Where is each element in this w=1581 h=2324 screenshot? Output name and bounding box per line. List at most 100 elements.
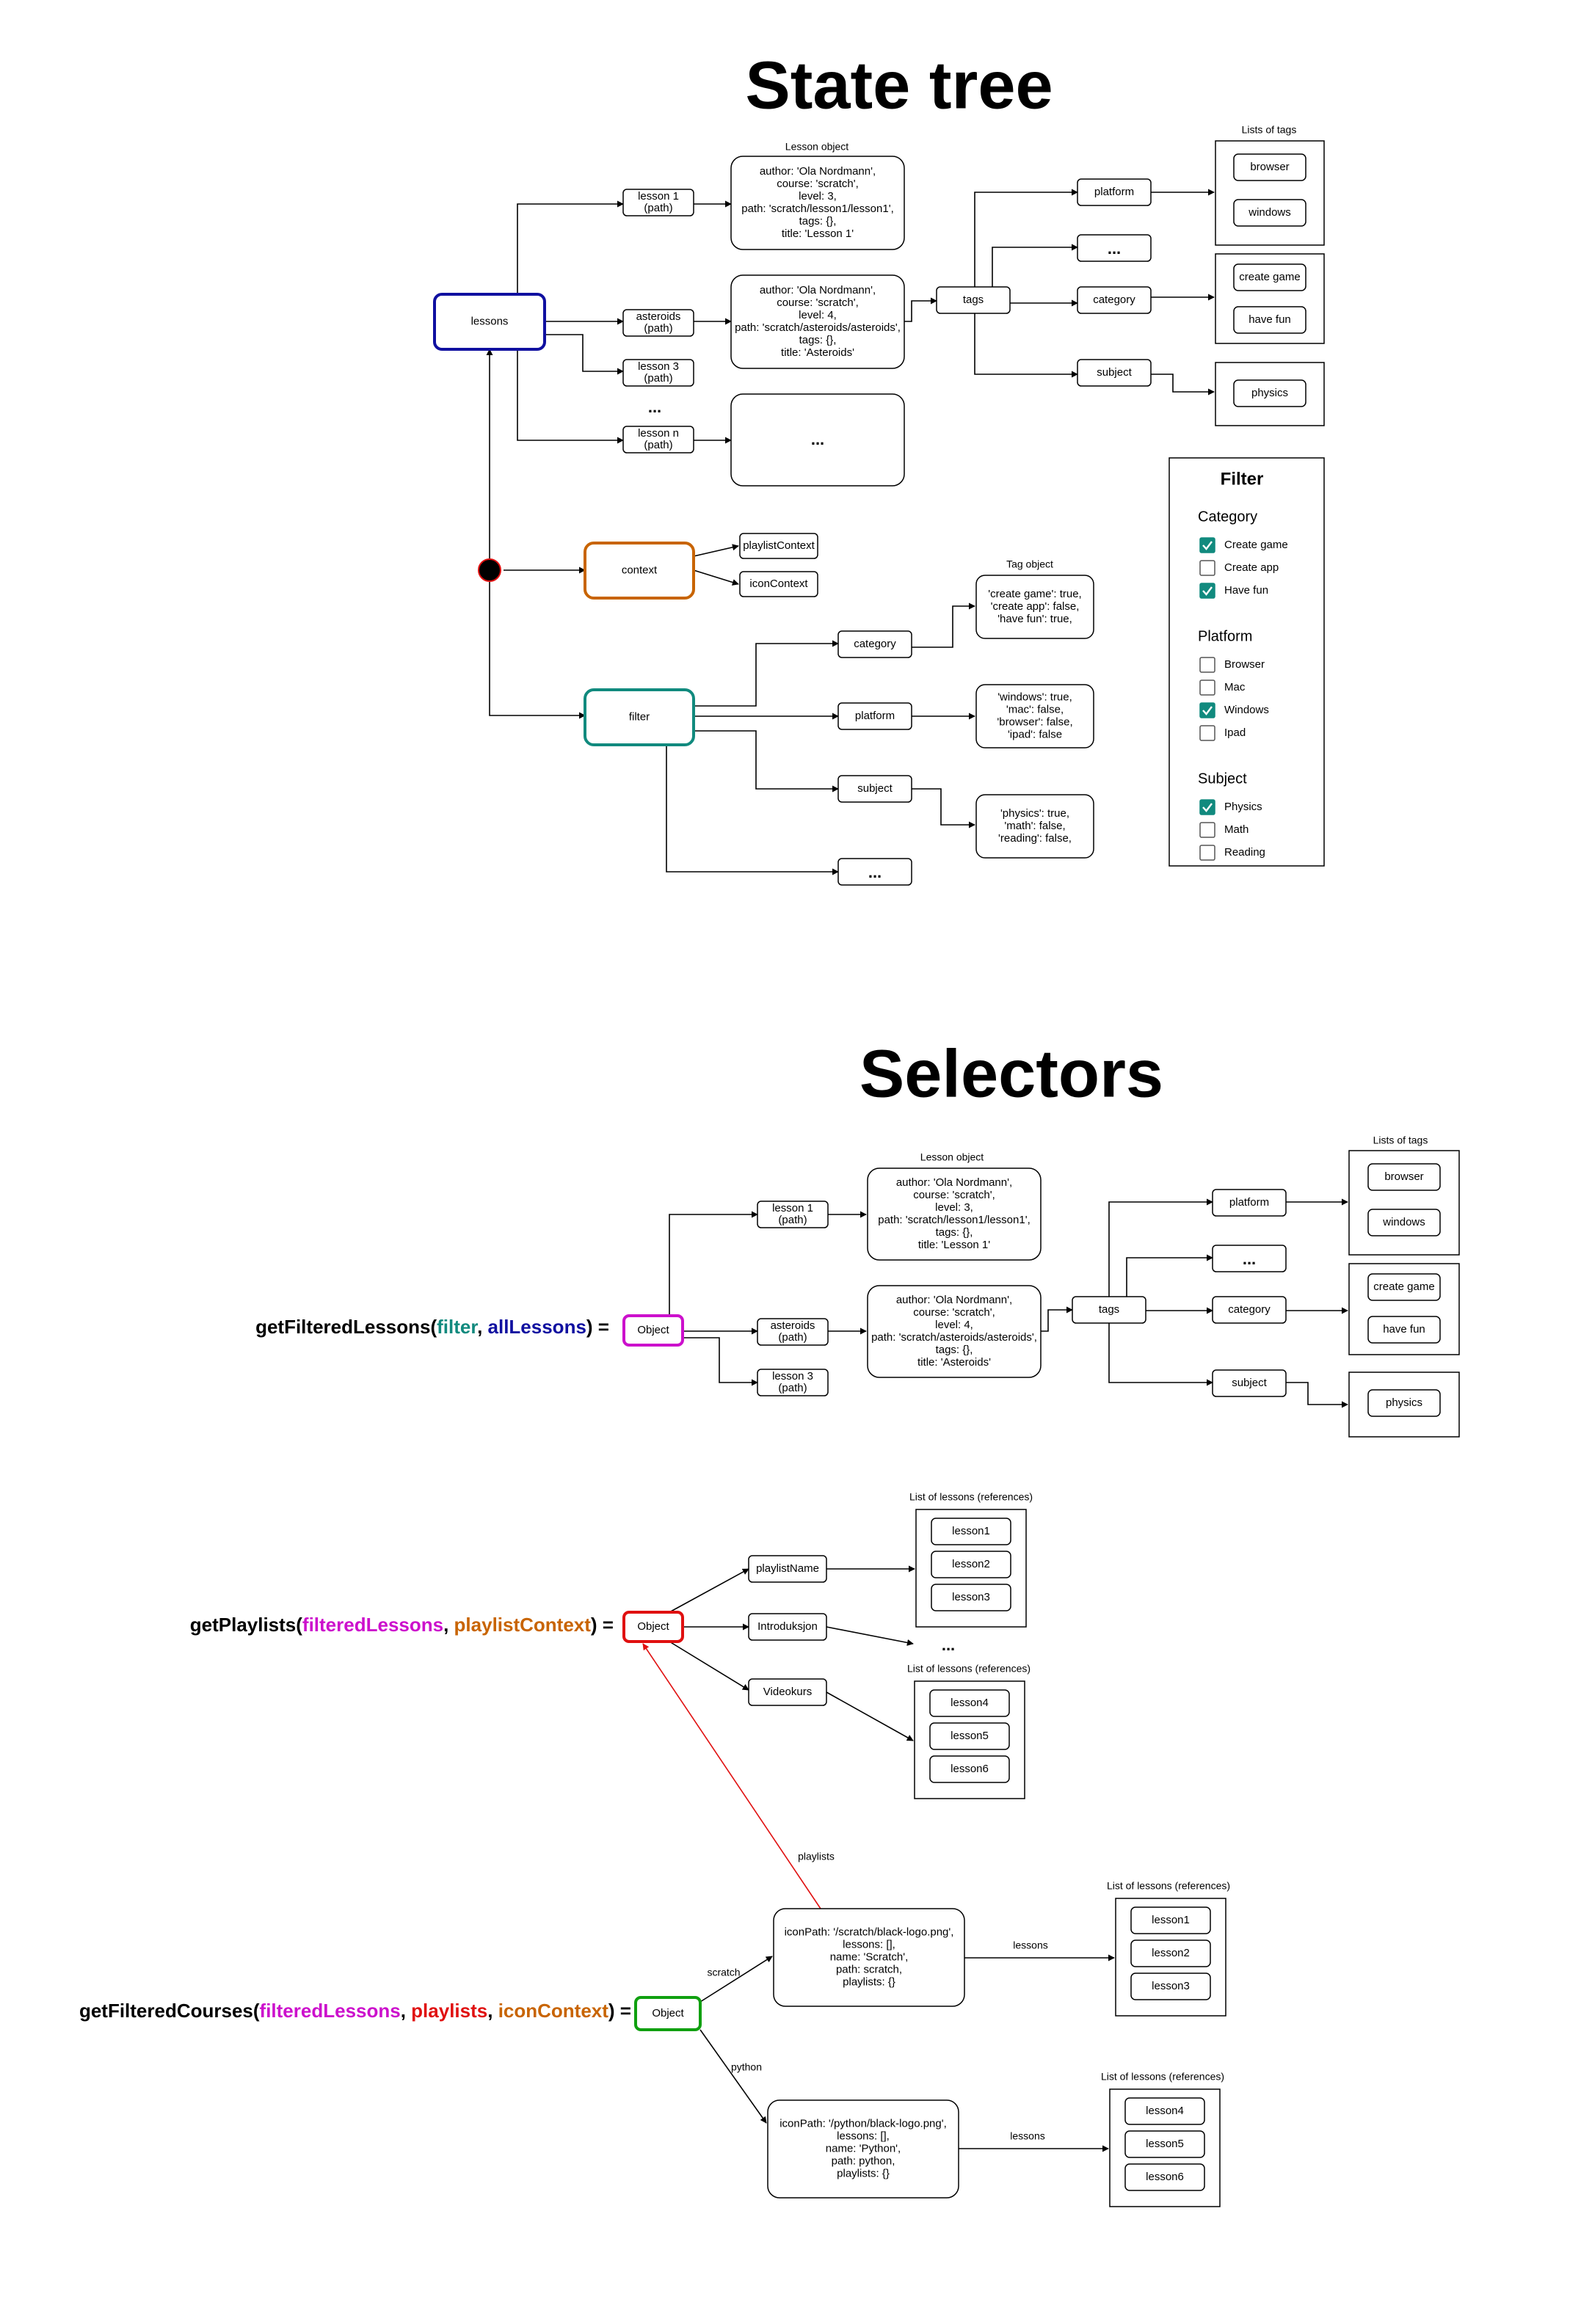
videokurs-to-list: [826, 1691, 914, 1741]
context-to-playlist: [693, 544, 739, 557]
lesson1-object-text-line: path: 'scratch/lesson1/lesson1',: [741, 203, 894, 215]
filter-checkbox[interactable]: [1199, 560, 1215, 576]
python-lessons-edge-label: lessons: [1010, 2130, 1044, 2142]
filter-to-category: [694, 640, 839, 707]
playlist-name-node: [748, 1555, 827, 1583]
filter-category-to-object: [912, 602, 975, 648]
get-filtered-lessons-fn: getFilteredLessons(filter, allLessons) =: [255, 1316, 609, 1338]
platform-tag-object: [975, 684, 1094, 748]
asteroids-object-text-line: path: 'scratch/asteroids/asteroids',: [735, 321, 901, 334]
filter-node: [584, 688, 695, 746]
get-playlists-fn-part: ) =: [591, 1614, 614, 1636]
get-filtered-courses-fn-part: ) =: [608, 2000, 631, 2022]
get-filtered-courses-fn-part: iconContext: [498, 2000, 609, 2022]
filter-group-heading: Category: [1198, 509, 1257, 525]
get-playlists-fn-part: getPlaylists(: [190, 1614, 303, 1636]
category-list-item: [1233, 263, 1306, 291]
platform-tag-object-text-line: 'mac': false,: [1006, 703, 1064, 715]
filter-checkbox[interactable]: [1199, 725, 1215, 741]
asteroids-object-text-line: title: 'Asteroids': [781, 346, 854, 359]
platform-tag-object-text-line: 'windows': true,: [997, 691, 1072, 703]
root-node-icon: [478, 558, 501, 582]
filter-option-label: Browser: [1224, 658, 1265, 671]
sel-lesson1-object-text-line: tags: {},: [936, 1226, 973, 1239]
sel-lesson1-object-text-line: level: 3,: [935, 1201, 973, 1214]
course-lessons-2-item-label: lesson5: [1146, 2138, 1184, 2150]
tags-to-ellipsis: [992, 244, 1078, 287]
sel-asteroids-node-text-line: (path): [778, 1331, 807, 1344]
category-node-label: category: [1093, 294, 1135, 306]
page-title-state-tree: State tree: [745, 48, 1053, 123]
sel-lesson1-object-text-line: title: 'Lesson 1': [918, 1239, 990, 1251]
playlists-edge-label: playlists: [798, 1851, 835, 1862]
check-icon: [1202, 586, 1213, 596]
tags-to-platform: [974, 189, 1078, 287]
playlist-lessons-2-item-label: lesson6: [951, 1763, 989, 1775]
tags-ellipsis-text: ...: [1108, 239, 1121, 258]
lesson1-object-text-line: course: 'scratch',: [777, 178, 859, 190]
filter-checkbox[interactable]: [1199, 799, 1215, 815]
sel-subject-node-label: subject: [1232, 1377, 1267, 1389]
list-of-lessons-label-3: List of lessons (references): [1107, 1880, 1230, 1892]
scratch-course-object-text-line: name: 'Scratch',: [830, 1950, 909, 1963]
lesson1-object-text-line: title: 'Lesson 1': [782, 227, 854, 240]
playlist-lessons-2-item: [929, 1755, 1010, 1783]
python-edge-label: python: [731, 2061, 762, 2073]
context-node: [584, 542, 695, 600]
lessons-node-label: lessons: [471, 315, 509, 327]
sel-lesson1-node-text-line: lesson 1: [772, 1202, 813, 1214]
sel-asteroids-node: [757, 1318, 829, 1346]
filter-panel-title: Filter: [1221, 469, 1264, 489]
course-lessons-1-item-label: lesson1: [1152, 1914, 1190, 1926]
sel-category-node: [1212, 1296, 1287, 1324]
get-filtered-lessons-fn-part: getFilteredLessons(: [255, 1316, 437, 1338]
sel-lesson1-object-text-line: course: 'scratch',: [913, 1189, 995, 1201]
sel-tags-ellipsis-node: [1212, 1245, 1287, 1272]
tags-ellipsis-node: [1077, 234, 1152, 262]
playlist-name-node-label: playlistName: [756, 1562, 819, 1575]
sel-object-to-lesson3: [683, 1337, 758, 1386]
lesson3-node-text-line: (path): [644, 372, 672, 385]
introduksjon-to-ellipsis: [826, 1626, 914, 1646]
courses-to-scratch: [699, 1956, 773, 2003]
sel-asteroids-object-text-line: author: 'Ola Nordmann',: [896, 1294, 1012, 1306]
filter-ellipsis-node: [837, 858, 912, 886]
filter-checkbox[interactable]: [1199, 702, 1215, 718]
filter-category-node: [837, 630, 912, 658]
tags-node: [936, 286, 1011, 314]
course-lessons-2-item: [1124, 2163, 1205, 2191]
list-of-lessons-label-4: List of lessons (references): [1101, 2071, 1224, 2083]
sel-platform-node: [1212, 1189, 1287, 1217]
list-of-lessons-label-1: List of lessons (references): [909, 1491, 1033, 1503]
course-lessons-1-item: [1130, 1973, 1211, 2000]
playlist-lessons-1-item-label: lesson1: [952, 1525, 990, 1537]
filter-option-label: Windows: [1224, 704, 1269, 716]
lesson1-object-text-line: author: 'Ola Nordmann',: [760, 165, 876, 178]
lessonN-node-text-line: (path): [644, 439, 672, 451]
lesson1-node: [622, 189, 694, 216]
filtered-lessons-object: [622, 1314, 684, 1347]
filter-checkbox[interactable]: [1199, 537, 1215, 553]
filter-group-heading: Platform: [1198, 628, 1252, 644]
videokurs-node: [748, 1678, 827, 1706]
scratch-to-playlists-object: [642, 1643, 821, 1909]
asteroids-node-text-line: asteroids: [636, 310, 681, 323]
python-course-object-text-line: playlists: {}: [837, 2167, 890, 2179]
lessons-ellipsis: ...: [648, 398, 661, 416]
filter-checkbox[interactable]: [1199, 822, 1215, 838]
sel-category-list-item: [1367, 1316, 1441, 1344]
lesson1-node-text-line: lesson 1: [638, 190, 679, 203]
platform-list-item: [1233, 199, 1306, 227]
tags-node-label: tags: [963, 294, 984, 306]
filter-checkbox[interactable]: [1199, 583, 1215, 599]
filter-subject-to-object: [912, 788, 975, 828]
filter-category-node-label: category: [854, 638, 896, 650]
filter-checkbox[interactable]: [1199, 657, 1215, 673]
sel-lesson1-object-text-line: path: 'scratch/lesson1/lesson1',: [878, 1214, 1031, 1226]
filter-option-label: Mac: [1224, 681, 1246, 693]
platform-list-item-label: browser: [1250, 161, 1289, 173]
scratch-course-object-text-line: path: scratch,: [836, 1963, 902, 1975]
scratch-course-object-text-line: playlists: {}: [843, 1975, 895, 1988]
filter-checkbox[interactable]: [1199, 680, 1215, 696]
filter-checkbox[interactable]: [1199, 845, 1215, 861]
